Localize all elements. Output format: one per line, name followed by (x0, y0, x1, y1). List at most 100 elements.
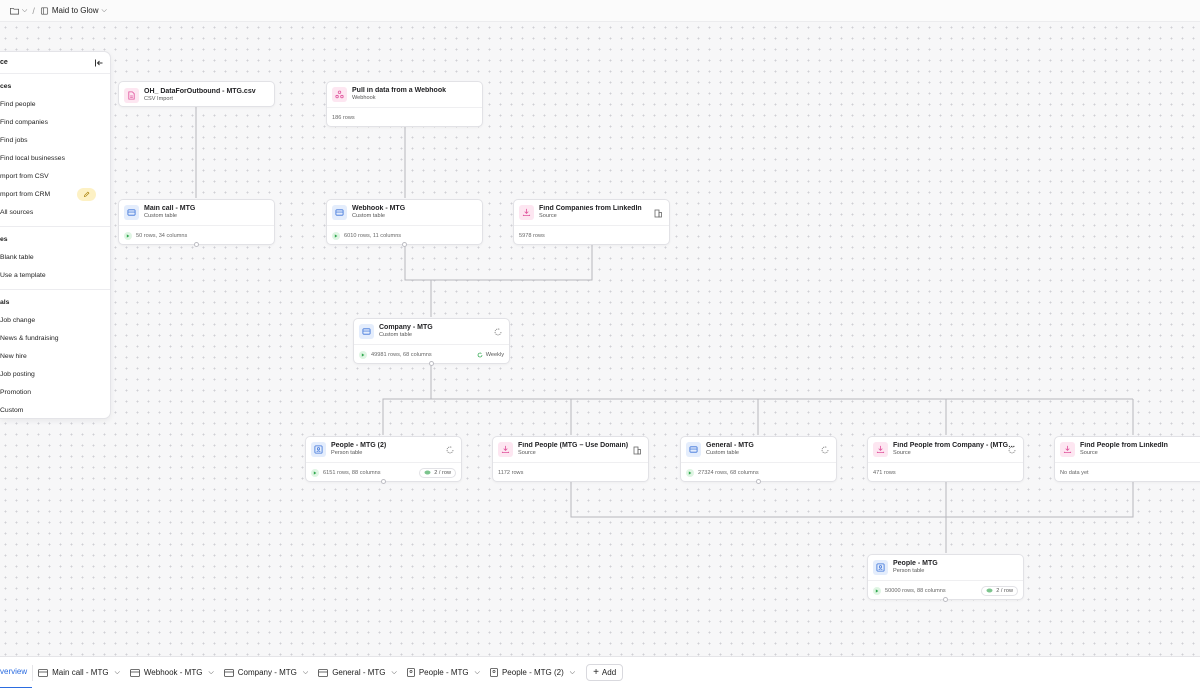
output-port[interactable] (429, 361, 434, 366)
tab-general[interactable]: General - MTG ⌵ (313, 657, 402, 688)
chevron-down-icon[interactable]: ⌵ (208, 668, 214, 676)
side-item-label: Find local businesses (0, 154, 65, 162)
chevron-down-icon[interactable]: ⌵ (474, 668, 480, 676)
node-subtitle: Person table (331, 450, 363, 457)
top-bar: ⌵ / Maid to Glow ⌵ (0, 0, 1200, 22)
side-item-import-crm[interactable]: mport from CRM (0, 185, 110, 203)
node-subtitle: Source (518, 450, 536, 457)
pencil-icon (83, 191, 90, 197)
node-webhook-source[interactable]: Pull in data from a Webhook Webhook 186 … (326, 81, 483, 127)
node-find-people-use-domain[interactable]: Find People (MTG – Use Domain) Source 11… (492, 436, 649, 482)
tab-overview[interactable]: verview (0, 657, 33, 688)
side-item-import-csv[interactable]: mport from CSV (0, 167, 110, 185)
schedule-label: Weekly (485, 351, 504, 358)
chevron-down-icon[interactable]: ⌵ (114, 668, 120, 676)
node-people-mtg[interactable]: People - MTG Person table 50000 rows, 88… (867, 554, 1024, 602)
output-port[interactable] (943, 597, 948, 602)
node-find-people-from-company[interactable]: Find People from Company - (MTG… Source … (867, 436, 1024, 482)
node-csv-import[interactable]: OH_ DataForOutbound - MTG.csv CSV Import (118, 81, 275, 107)
play-icon[interactable] (332, 231, 340, 240)
play-icon[interactable] (873, 586, 881, 595)
node-title: Pull in data from a Webhook (352, 87, 446, 95)
folder-icon (10, 7, 19, 15)
tab-label: verview (0, 667, 28, 676)
side-item-label: Find companies (0, 118, 48, 126)
add-table-button[interactable]: + Add (586, 664, 624, 681)
side-item-find-people[interactable]: Find people (0, 95, 110, 113)
node-company-mtg[interactable]: Company - MTG Custom table 49981 rows, 6… (353, 318, 510, 366)
side-item-label: Job change (0, 316, 36, 324)
node-row-count: 186 rows (332, 114, 355, 121)
tab-label: Webhook - MTG (143, 668, 203, 677)
chevron-down-icon[interactable]: ⌵ (302, 668, 309, 676)
output-port[interactable] (402, 242, 407, 247)
file-icon (124, 87, 139, 103)
play-icon[interactable] (124, 231, 132, 240)
side-item-new-hire[interactable]: New hire (0, 347, 110, 365)
workspace-folder-menu[interactable]: ⌵ (10, 7, 27, 15)
tab-company[interactable]: Company - MTG ⌵ (219, 657, 313, 688)
refresh-icon[interactable] (1007, 445, 1017, 455)
tab-label: General - MTG (332, 668, 386, 677)
credits-badge[interactable]: 2 / row (419, 467, 456, 478)
add-label: Add (601, 668, 617, 677)
tab-main-call[interactable]: Main call - MTG ⌵ (33, 657, 125, 688)
play-icon[interactable] (359, 350, 367, 359)
side-item-label: Blank table (0, 253, 34, 261)
breadcrumb-separator: / (32, 5, 35, 16)
add-source-panel: ce ces Find people Find companies Find j… (0, 51, 111, 419)
side-item-job-posting[interactable]: Job posting (0, 365, 110, 383)
schedule-badge[interactable]: Weekly (477, 352, 504, 358)
side-item-promotion[interactable]: Promotion (0, 383, 110, 401)
play-icon[interactable] (686, 468, 694, 477)
table-icon (223, 668, 234, 677)
node-subtitle: Webhook (352, 95, 376, 102)
node-general-mtg[interactable]: General - MTG Custom table 27324 rows, 6… (680, 436, 837, 484)
side-item-find-local-businesses[interactable]: Find local businesses (0, 149, 110, 167)
side-item-blank-table[interactable]: Blank table (0, 248, 110, 266)
connection-lines (195, 104, 1134, 553)
tab-label: Main call - MTG (52, 668, 109, 677)
divider (32, 664, 34, 681)
divider (0, 226, 110, 227)
output-port[interactable] (381, 479, 386, 484)
node-title: Find People (MTG – Use Domain) (518, 442, 629, 450)
output-port[interactable] (194, 242, 199, 247)
tab-webhook[interactable]: Webhook - MTG ⌵ (125, 657, 219, 688)
section-sources-label: ces (0, 83, 12, 90)
collapse-panel-icon[interactable] (94, 58, 104, 68)
play-icon[interactable] (311, 468, 319, 477)
tab-people-2[interactable]: People - MTG (2) ⌵ (485, 657, 580, 688)
side-item-news-fundraising[interactable]: News & fundraising (0, 329, 110, 347)
chevron-down-icon: ⌵ (101, 6, 107, 14)
node-webhook-mtg[interactable]: Webhook - MTG Custom table 6010 rows, 11… (326, 199, 483, 247)
side-item-find-jobs[interactable]: Find jobs (0, 131, 110, 149)
refresh-icon[interactable] (493, 327, 503, 337)
refresh-icon[interactable] (445, 445, 455, 455)
node-people-mtg-2[interactable]: People - MTG (2) Person table 6151 rows,… (305, 436, 462, 484)
side-item-use-template[interactable]: Use a template (0, 266, 110, 284)
divider (0, 289, 110, 290)
node-title: OH_ DataForOutbound - MTG.csv (144, 87, 256, 95)
chevron-down-icon[interactable]: ⌵ (391, 668, 397, 676)
workflow-canvas[interactable]: OH_ DataForOutbound - MTG.csv CSV Import… (0, 22, 1200, 656)
node-subtitle: CSV Import (144, 95, 173, 102)
workbook-selector[interactable]: Maid to Glow ⌵ (40, 6, 107, 15)
refresh-icon[interactable] (820, 445, 830, 455)
node-find-people-linkedin[interactable]: Find People from LinkedIn Source No data… (1054, 436, 1200, 482)
side-item-all-sources[interactable]: All sources (0, 203, 110, 221)
download-icon (1060, 442, 1075, 457)
side-item-find-companies[interactable]: Find companies (0, 113, 110, 131)
side-item-job-change[interactable]: Job change (0, 311, 110, 329)
schedule-icon (477, 352, 483, 357)
chevron-down-icon[interactable]: ⌵ (569, 668, 576, 676)
webhook-icon (332, 87, 347, 102)
side-item-custom[interactable]: Custom (0, 401, 110, 418)
node-main-call[interactable]: Main call - MTG Custom table 50 rows, 34… (118, 199, 275, 247)
side-item-label: All sources (0, 208, 34, 216)
tab-people[interactable]: People - MTG ⌵ (402, 657, 485, 688)
output-port[interactable] (756, 479, 761, 484)
credits-badge[interactable]: 2 / row (981, 585, 1018, 596)
node-find-companies-linkedin[interactable]: Find Companies from LinkedIn Source 5978… (513, 199, 670, 245)
panel-title: ce (0, 59, 8, 66)
